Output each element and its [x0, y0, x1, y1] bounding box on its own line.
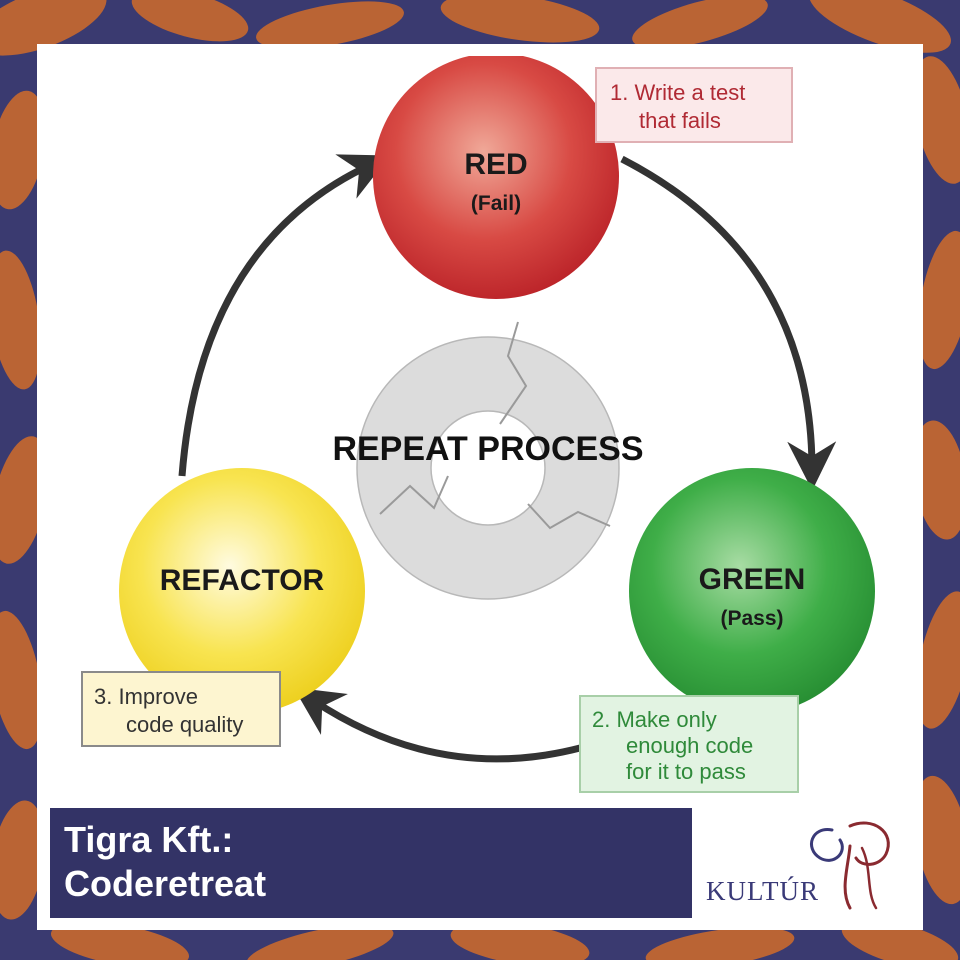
refactor-node: REFACTOR — [119, 468, 365, 714]
red-subtitle: (Fail) — [471, 192, 521, 215]
red-circle — [373, 56, 619, 299]
step-3-box: 3. Improve code quality — [81, 671, 281, 747]
refactor-title: REFACTOR — [160, 564, 325, 597]
repeat-process-ring — [356, 321, 620, 600]
step-1-line-2: that fails — [639, 108, 721, 133]
green-title: GREEN — [699, 563, 806, 596]
step-2-line-3: for it to pass — [626, 759, 746, 784]
step-2-box: 2. Make only enough code for it to pass — [579, 695, 799, 793]
logo-text: KULTÚR — [706, 876, 819, 906]
green-node: GREEN (Pass) — [629, 468, 875, 714]
step-1-box: 1. Write a test that fails — [595, 67, 793, 143]
step-3-line-1: 3. Improve — [94, 684, 198, 709]
step-2-line-2: enough code — [626, 733, 753, 758]
refactor-circle — [119, 468, 365, 714]
red-node: RED (Fail) — [373, 56, 619, 299]
kultur-logo: KULTÚR — [700, 808, 920, 918]
arrow-refactor-to-red — [178, 154, 391, 477]
arrow-red-to-green — [620, 155, 837, 491]
green-subtitle: (Pass) — [720, 607, 783, 630]
caption-banner: Tigra Kft.: Coderetreat — [50, 808, 692, 918]
caption-line-1: Tigra Kft.: — [64, 819, 234, 860]
tdd-cycle-diagram: REPEAT PROCESS RED (Fail) GREEN (Pass) R… — [50, 56, 910, 794]
arrow-green-to-refactor — [293, 687, 581, 763]
red-title: RED — [464, 148, 527, 181]
step-1-line-1: 1. Write a test — [610, 80, 745, 105]
tree-swirl-icon — [810, 821, 890, 910]
green-circle — [629, 468, 875, 714]
step-2-line-1: 2. Make only — [592, 707, 717, 732]
step-3-line-2: code quality — [126, 712, 243, 737]
caption-line-2: Coderetreat — [64, 863, 267, 904]
center-label: REPEAT PROCESS — [332, 430, 643, 468]
